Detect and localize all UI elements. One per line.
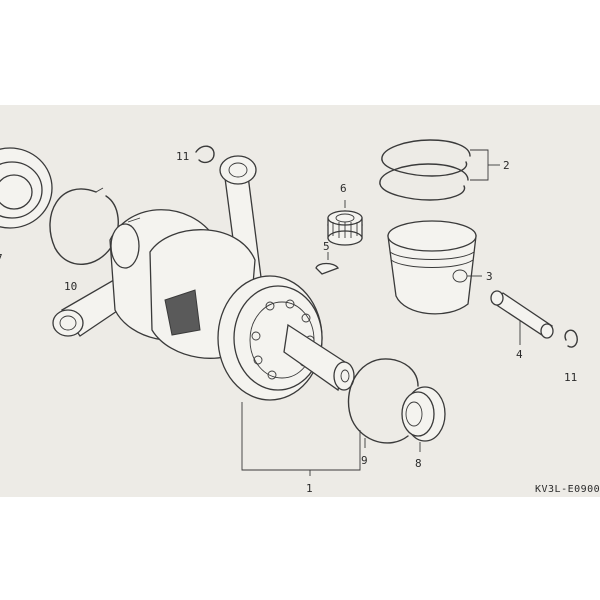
label-part-9: 9 — [361, 454, 368, 467]
part-11-clip-right — [564, 329, 578, 348]
part-9-retaining-ring — [347, 358, 419, 448]
label-part-4: 4 — [516, 348, 523, 361]
part-3-piston — [387, 220, 482, 315]
label-part-6: 6 — [340, 182, 347, 195]
label-part-3: 3 — [486, 270, 493, 283]
part-2-piston-rings — [379, 139, 500, 201]
label-part-5: 5 — [323, 240, 330, 253]
label-part-2: 2 — [503, 159, 510, 172]
part-10-circlip — [49, 187, 119, 265]
part-1-crankshaft-assembly — [52, 155, 361, 476]
part-8-seal-bushing — [401, 386, 446, 452]
label-part-10: 10 — [64, 280, 77, 293]
label-part-7: 7 — [0, 252, 3, 265]
part-4-piston-pin — [490, 290, 554, 345]
diagram-code: KV3L-E0900 — [535, 484, 600, 495]
part-5-woodruff-key — [315, 252, 339, 275]
label-part-8: 8 — [415, 457, 422, 470]
part-6-needle-bearing — [327, 200, 363, 246]
label-part-11-right: 11 — [564, 371, 577, 384]
label-part-1: 1 — [306, 482, 313, 495]
part-11-clip-top — [195, 145, 215, 164]
part-7-oil-seal — [0, 147, 53, 229]
label-part-11-top: 11 — [176, 150, 189, 163]
